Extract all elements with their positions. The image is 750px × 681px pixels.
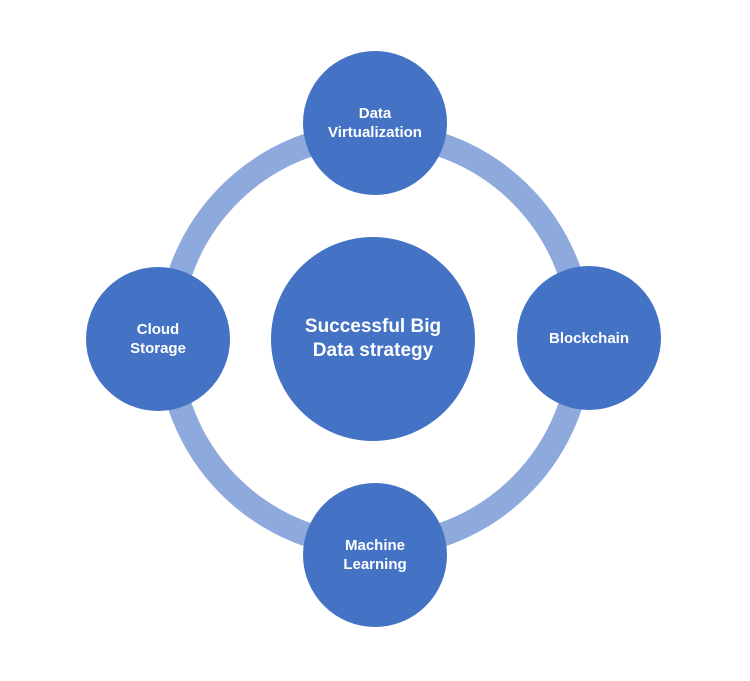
node-blockchain: Blockchain [517, 266, 661, 410]
node-blockchain-label: Blockchain [548, 329, 630, 347]
node-data-virtualization-label: Data Virtualization [328, 105, 422, 141]
node-machine-learning-label: Machine Learning [343, 537, 407, 573]
node-machine-learning: Machine Learning [303, 483, 447, 627]
node-cloud-storage: Cloud Storage [86, 267, 230, 411]
node-cloud-storage-label: Cloud Storage [130, 321, 186, 357]
center-node-label: Successful Big Data strategy [304, 316, 442, 361]
node-data-virtualization: Data Virtualization [303, 51, 447, 195]
center-node: Successful Big Data strategy [271, 237, 475, 441]
